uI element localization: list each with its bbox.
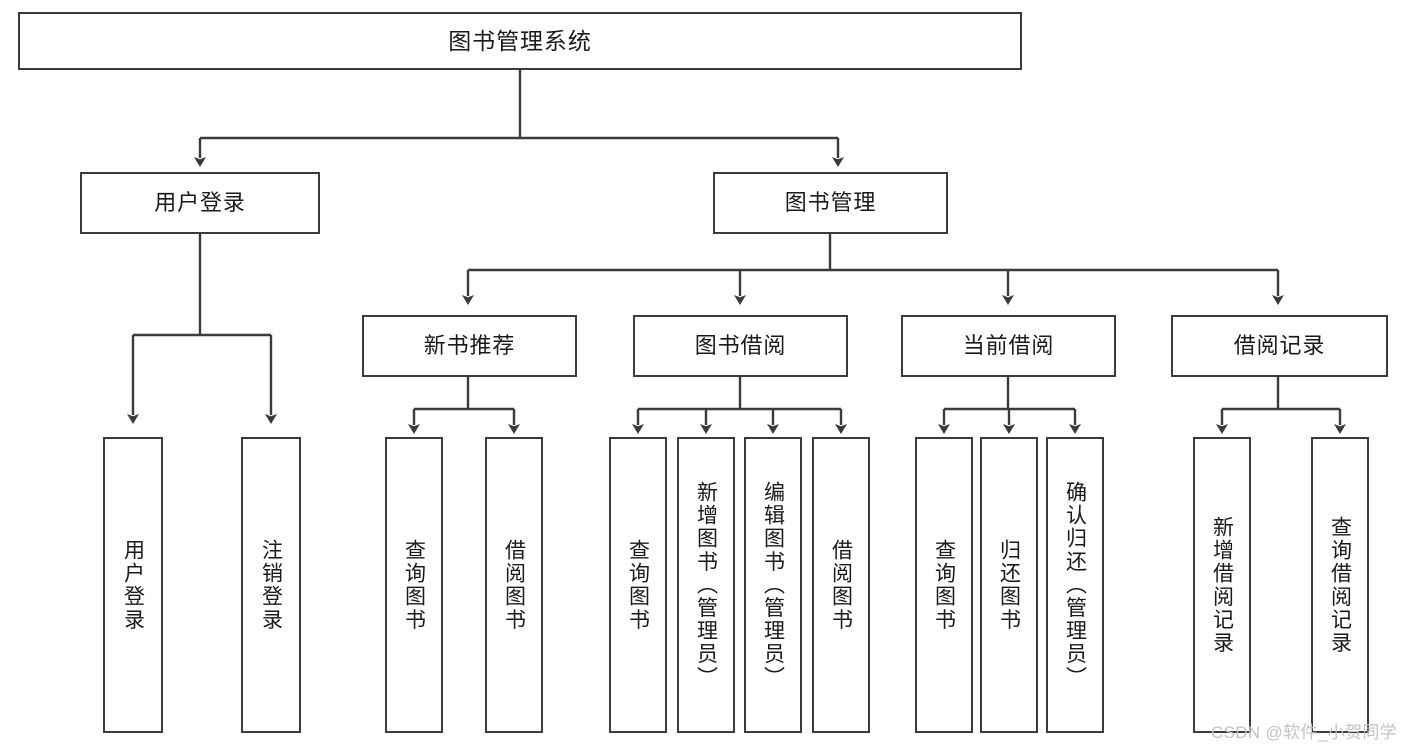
node-label: 查询图书 (932, 538, 956, 632)
node-label: 确认归还（管理员） (1063, 481, 1087, 689)
node-label: 用户登录 (154, 190, 246, 216)
node-label: 图书管理 (784, 190, 877, 216)
node-label: 编辑图书（管理员） (761, 481, 785, 689)
leaf-user-login-logout[interactable]: 注销登录 (241, 437, 301, 733)
node-current-borrow[interactable]: 当前借阅 (901, 315, 1116, 377)
node-label: 用户登录 (121, 538, 145, 632)
node-book-management[interactable]: 图书管理 (713, 172, 948, 234)
leaf-current-borrow-return[interactable]: 归还图书 (980, 437, 1038, 733)
leaf-current-borrow-confirm-return[interactable]: 确认归还（管理员） (1046, 437, 1104, 733)
leaf-book-borrow-add[interactable]: 新增图书（管理员） (677, 437, 735, 733)
node-label: 查询图书 (402, 538, 426, 632)
leaf-book-borrow-query[interactable]: 查询图书 (609, 437, 667, 733)
node-label: 查询借阅记录 (1328, 515, 1352, 655)
node-label: 新增借阅记录 (1210, 515, 1234, 655)
node-label: 查询图书 (626, 538, 650, 632)
leaf-book-borrow-edit[interactable]: 编辑图书（管理员） (744, 437, 802, 733)
node-label: 图书借阅 (694, 333, 787, 359)
node-user-login[interactable]: 用户登录 (80, 172, 320, 234)
node-label: 新增图书（管理员） (694, 481, 718, 689)
node-root-system[interactable]: 图书管理系统 (18, 12, 1022, 70)
leaf-borrow-record-add[interactable]: 新增借阅记录 (1193, 437, 1251, 733)
leaf-new-book-borrow[interactable]: 借阅图书 (485, 437, 543, 733)
node-label: 图书管理系统 (448, 27, 592, 54)
node-label: 借阅图书 (829, 538, 853, 632)
node-label: 借阅图书 (502, 538, 526, 632)
node-label: 新书推荐 (423, 333, 516, 359)
watermark: CSDN @软件_小贺同学 (1210, 723, 1397, 742)
leaf-book-borrow-lend[interactable]: 借阅图书 (812, 437, 870, 733)
node-label: 当前借阅 (962, 333, 1055, 359)
leaf-borrow-record-query[interactable]: 查询借阅记录 (1311, 437, 1369, 733)
leaf-new-book-query[interactable]: 查询图书 (385, 437, 443, 733)
node-label: 注销登录 (259, 538, 283, 632)
node-new-book-recommend[interactable]: 新书推荐 (362, 315, 577, 377)
node-label: 借阅记录 (1233, 333, 1326, 359)
leaf-user-login-login[interactable]: 用户登录 (103, 437, 163, 733)
leaf-current-borrow-query[interactable]: 查询图书 (915, 437, 973, 733)
node-label: 归还图书 (997, 538, 1021, 632)
node-borrow-record[interactable]: 借阅记录 (1171, 315, 1388, 377)
node-book-borrow[interactable]: 图书借阅 (633, 315, 848, 377)
